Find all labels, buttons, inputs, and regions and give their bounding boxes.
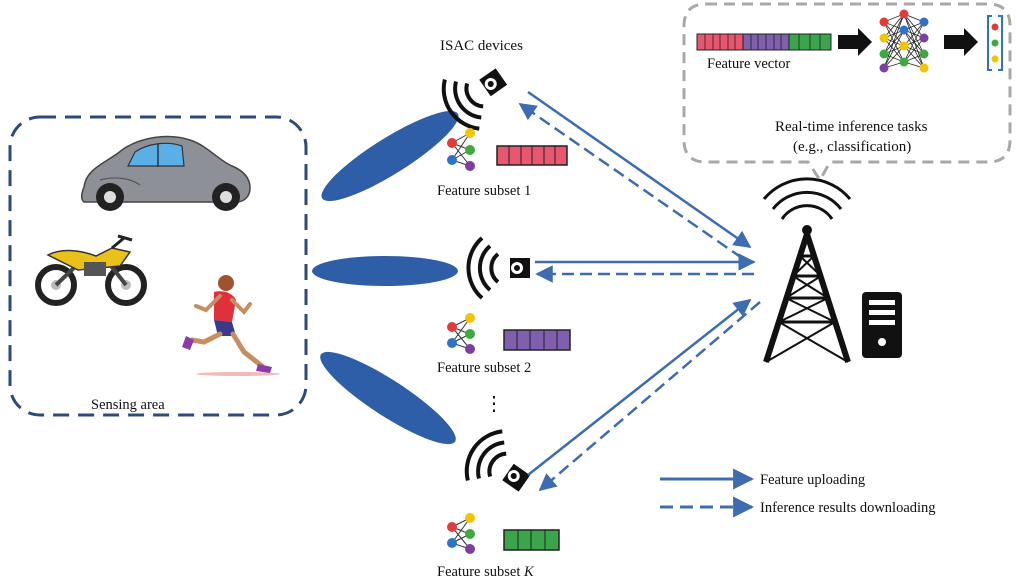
neural-network-icon	[447, 313, 475, 354]
feature-subset-1-bar	[496, 145, 568, 166]
inference-cloud: Feature vector	[682, 2, 1012, 183]
legend: Feature uploading Inference results down…	[660, 468, 936, 518]
beam-2	[312, 256, 458, 286]
feature-subset-k-label: Feature subset K	[437, 564, 535, 580]
beam-k	[320, 351, 456, 445]
sensing-area: Sensing area	[8, 115, 308, 417]
links	[518, 90, 761, 492]
neural-network-icon	[879, 9, 929, 73]
legend-download-label: Inference results downloading	[760, 500, 936, 516]
inference-example-label: (e.g., classification)	[793, 139, 911, 155]
sensing-beams	[312, 110, 459, 445]
feature-subset-k-prefix: Feature subset	[437, 564, 524, 580]
download-link-1	[518, 102, 743, 260]
cloud-border	[682, 2, 1012, 183]
arrow-right-icon	[944, 28, 978, 56]
neural-network-icon	[447, 513, 475, 554]
feature-subset-k-bar	[503, 529, 560, 551]
feature-vector-bar	[696, 33, 832, 51]
legend-upload-label: Feature uploading	[760, 472, 865, 488]
upload-link-k	[527, 298, 752, 476]
isac-device-icon	[464, 429, 531, 492]
isac-device-2: Feature subset 2	[437, 236, 571, 376]
motorcycle-icon	[35, 234, 147, 306]
arrow-right-icon	[838, 28, 872, 56]
car-icon	[80, 135, 251, 211]
feature-subset-2-label: Feature subset 2	[437, 360, 531, 376]
sensing-area-border	[8, 115, 308, 417]
ellipsis: ⋮	[484, 393, 504, 415]
feature-subset-1-label: Feature subset 1	[437, 183, 531, 199]
isac-devices-label: ISAC devices	[440, 38, 523, 54]
feature-subset-2-bar	[503, 329, 571, 351]
sensing-area-label: Sensing area	[91, 397, 165, 413]
feature-vector-label: Feature vector	[707, 56, 791, 72]
edge-server-icon	[862, 292, 902, 358]
isac-device-k: Feature subset K	[437, 429, 560, 580]
upload-link-1	[527, 90, 752, 249]
runner-icon	[182, 275, 280, 376]
isac-device-icon	[441, 68, 508, 131]
output-vector-icon	[987, 15, 1003, 71]
isac-device-1: Feature subset 1	[437, 68, 568, 199]
base-station-icon	[762, 177, 852, 363]
isac-device-icon	[466, 236, 530, 300]
neural-network-icon	[447, 128, 475, 171]
beam-1	[321, 110, 459, 202]
inference-tasks-label: Real-time inference tasks	[775, 119, 928, 135]
feature-subset-k-var: K	[523, 564, 535, 580]
download-link-k	[538, 301, 761, 492]
